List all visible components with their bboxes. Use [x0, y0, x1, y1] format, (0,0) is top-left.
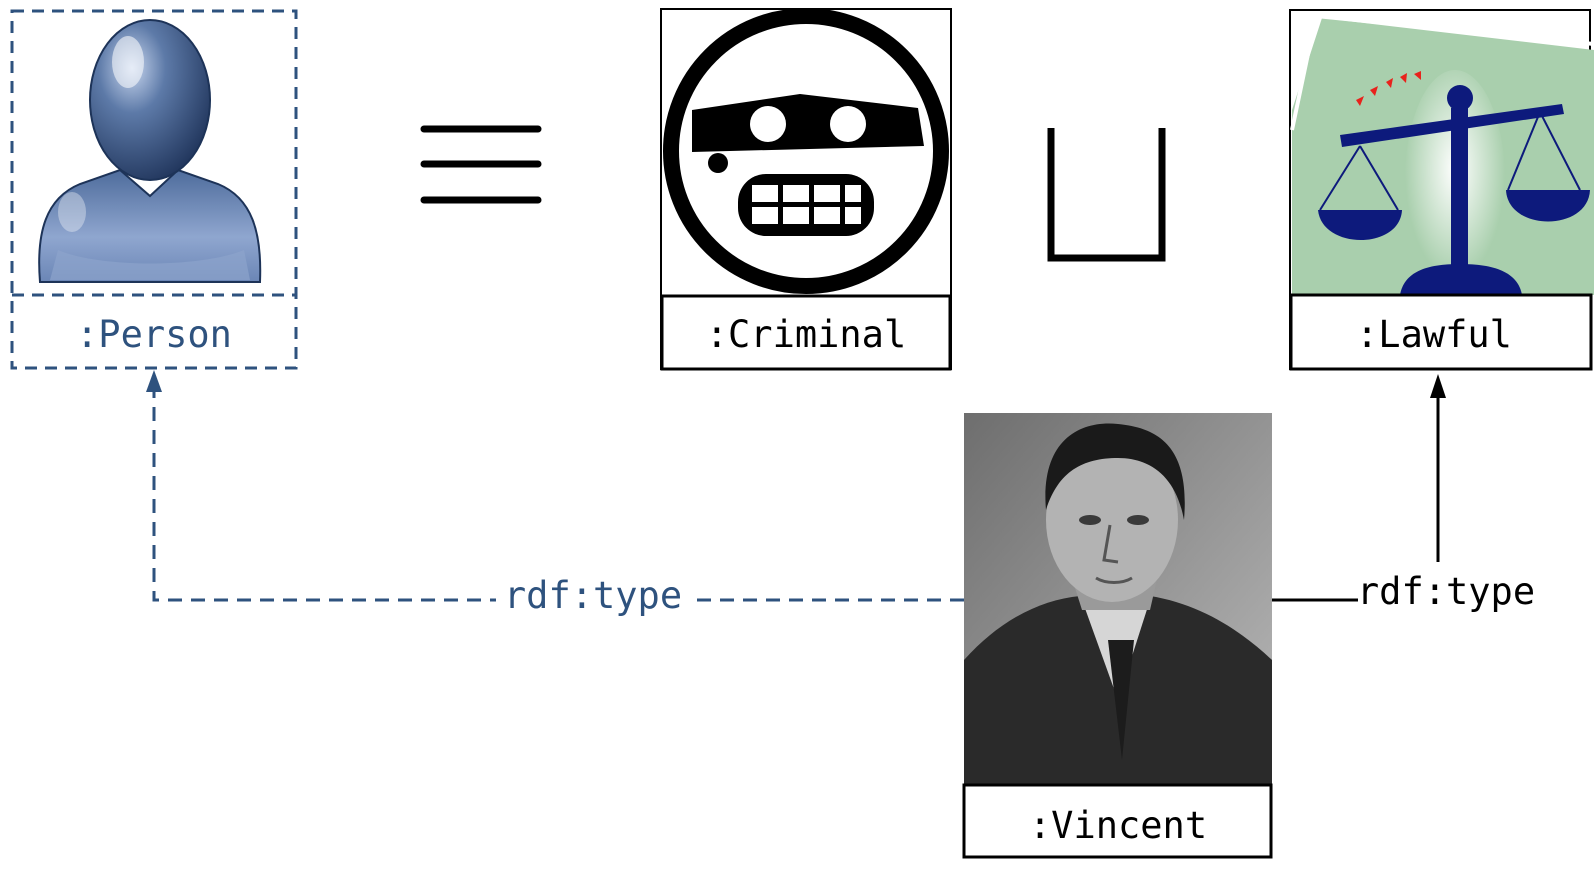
edge-vincent-lawful-label: rdf:type [1357, 570, 1535, 613]
arrowhead-up-icon [146, 370, 162, 392]
lawful-node[interactable]: :Lawful [1289, 9, 1594, 371]
vincent-label: :Vincent [1029, 804, 1207, 847]
person-node-border [10, 9, 298, 370]
equivalence-operator [420, 125, 542, 204]
arrowhead-up-icon [1430, 374, 1446, 398]
criminal-node[interactable]: :Criminal [660, 8, 952, 371]
scales-of-justice-icon [1290, 14, 1594, 295]
edge-vincent-person-label: rdf:type [504, 574, 682, 617]
person-label: :Person [76, 313, 232, 356]
union-operator [1047, 128, 1166, 262]
edge-vincent-person-label-bg [496, 572, 690, 622]
person-silhouette-icon [38, 19, 262, 283]
edge-vincent-lawful[interactable]: rdf:type [1272, 374, 1535, 613]
criminal-label-box [660, 294, 952, 371]
vincent-label-box [962, 783, 1273, 859]
person-node[interactable]: :Person [10, 9, 298, 370]
criminal-label: :Criminal [706, 313, 906, 356]
edge-vincent-person[interactable]: rdf:type [146, 370, 964, 622]
edge-vincent-person-line [152, 392, 964, 602]
vincent-node[interactable]: :Vincent [962, 413, 1273, 859]
man-portrait-photo [964, 413, 1272, 785]
masked-robber-face-icon [663, 8, 949, 294]
lawful-label: :Lawful [1356, 313, 1512, 356]
lawful-label-box [1289, 293, 1593, 371]
